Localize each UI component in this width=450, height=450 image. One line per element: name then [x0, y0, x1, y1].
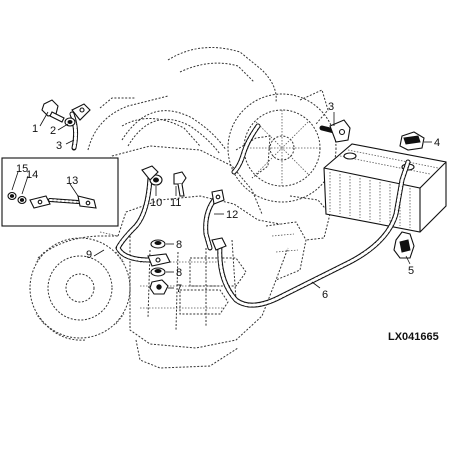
nut-part-8-upper: [150, 239, 166, 249]
figure-id: LX041665: [388, 331, 439, 343]
callout-5: 5: [408, 265, 414, 277]
callout-9: 9: [86, 249, 92, 261]
leader-lines: [11, 111, 432, 289]
callout-4: 4: [434, 137, 440, 149]
terminal-part-3: [329, 119, 351, 143]
cable-lug-starter-right: [211, 237, 227, 251]
cable-part-13: [29, 195, 97, 209]
callout-13: 13: [66, 175, 78, 187]
callout-2: 2: [50, 125, 56, 137]
washer-part-14: [17, 195, 27, 205]
callout-10: 10: [150, 197, 162, 209]
battery-cable-6: [217, 159, 411, 308]
callout-12: 12: [226, 209, 238, 221]
cable-12: [203, 197, 217, 251]
nut-part-8-lower: [150, 267, 166, 277]
cable-lug-upper: [71, 103, 91, 121]
cable-3-upper: [69, 111, 79, 151]
washer-part-15: [7, 191, 17, 201]
battery: [323, 143, 447, 233]
cable-lug-ground-top: [141, 165, 159, 181]
callout-7: 7: [176, 283, 182, 295]
callout-3-right: 3: [328, 101, 334, 113]
callout-11: 11: [170, 197, 181, 209]
callout-14: 14: [26, 169, 38, 181]
callout-8-lower: 8: [176, 267, 182, 279]
nut-part-7: [149, 279, 169, 295]
callout-3-left: 3: [56, 140, 62, 152]
bolt-part-11: [173, 171, 187, 197]
engine-block-outline: [29, 47, 337, 369]
callout-1: 1: [32, 123, 38, 135]
callout-6: 6: [322, 289, 328, 301]
cable-3-right: [231, 123, 341, 175]
callout-labels: 1 2 3 3 4 5 6 7 8 8 9 10 11 12 13 14 15: [16, 101, 440, 301]
cable-lug-part-12: [211, 189, 225, 205]
ground-cable-9: [115, 175, 153, 263]
cable-lug-starter: [147, 253, 171, 267]
washer-part-2: [64, 117, 76, 127]
terminal-boot-part-5: [393, 231, 415, 259]
bolt-part-1: [41, 99, 65, 123]
terminal-clamp-part-4: [399, 131, 425, 151]
callout-8-upper: 8: [176, 239, 182, 251]
callout-15: 15: [16, 163, 28, 175]
inset-detail: [1, 157, 119, 227]
